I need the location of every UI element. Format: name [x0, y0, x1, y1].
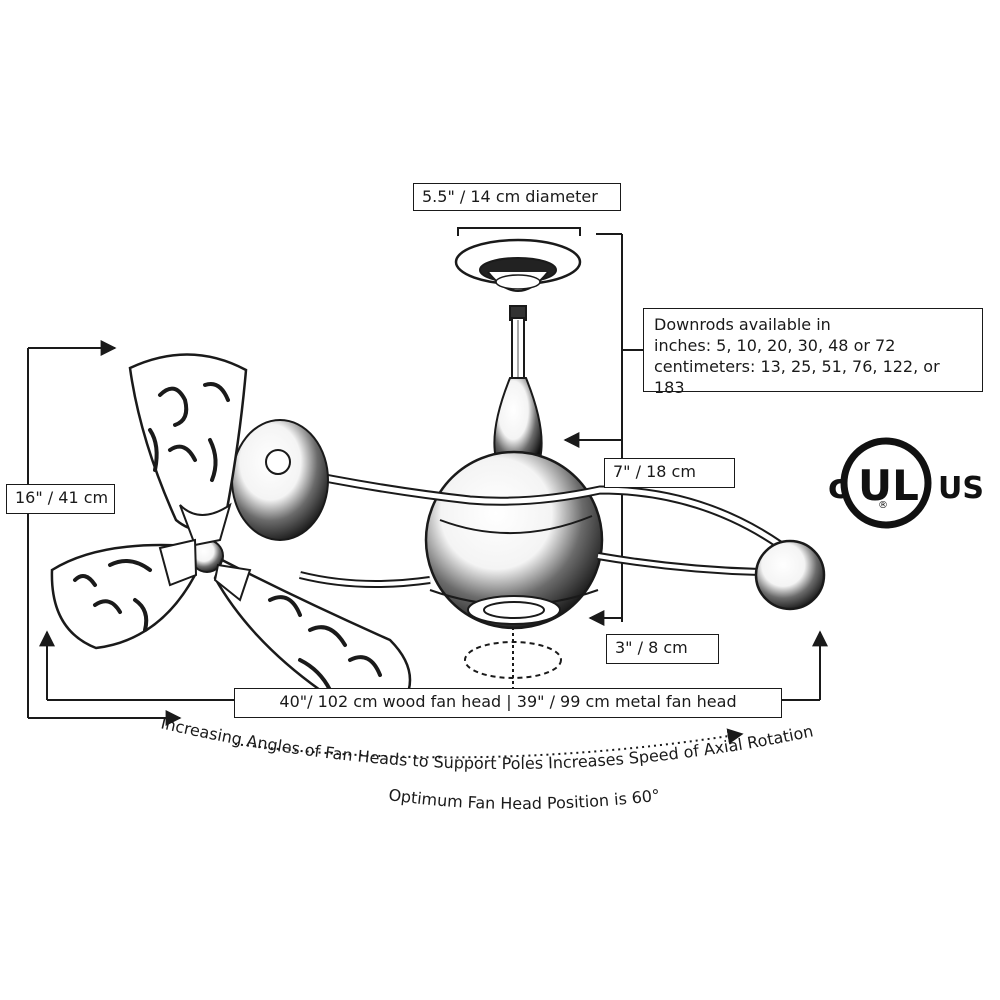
ul-us-text: US — [938, 471, 984, 506]
ul-certification-mark: c UL ® US — [828, 428, 998, 538]
ul-logo-icon: c UL ® US — [828, 437, 984, 529]
ul-c-text: c — [828, 467, 848, 507]
ul-center-text: UL — [858, 461, 919, 510]
ceiling-fan — [50, 238, 826, 705]
downrods-line-2: inches: 5, 10, 20, 30, 48 or 72 — [654, 336, 896, 355]
dimension-lines — [27, 227, 828, 759]
downrods-label: Downrods available in inches: 5, 10, 20,… — [643, 308, 983, 397]
downrods-line-3: centimeters: 13, 25, 51, 76, 122, or 183 — [654, 357, 940, 397]
blade-top — [128, 353, 248, 532]
body-height-label: 7" / 18 cm — [604, 458, 735, 488]
ul-registered-mark: ® — [878, 500, 888, 511]
blade-left — [50, 543, 197, 650]
downrods-line-1: Downrods available in — [654, 315, 831, 334]
fan-width-label: 40"/ 102 cm wood fan head | 39" / 99 cm … — [234, 688, 782, 718]
bottom-height-label: 3" / 8 cm — [606, 634, 719, 664]
canopy-diameter-label: 5.5" / 14 cm diameter — [413, 183, 621, 211]
blade-height-label: 16" / 41 cm — [6, 484, 115, 514]
